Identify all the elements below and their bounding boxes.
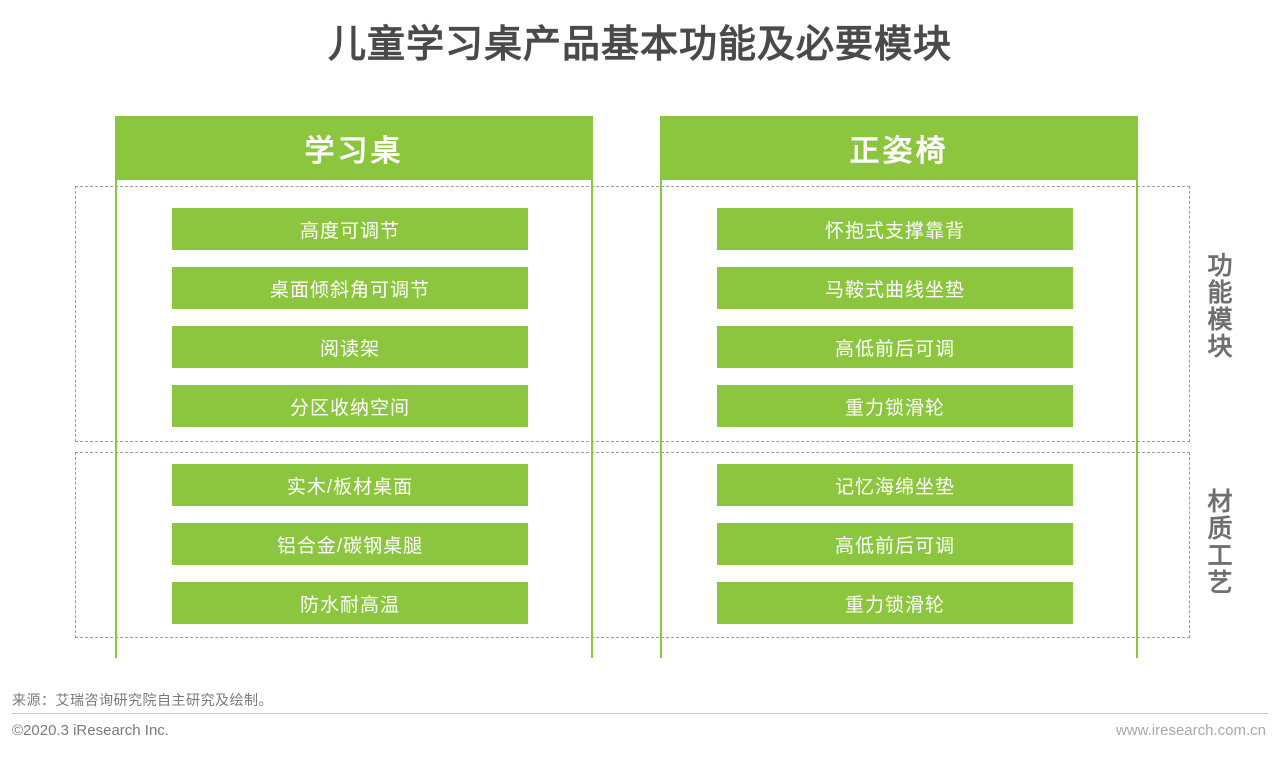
pill-item: 怀抱式支撑靠背 bbox=[717, 208, 1073, 250]
footer-divider bbox=[12, 713, 1268, 714]
group-box-materials bbox=[75, 452, 1190, 638]
column-header-chair: 正姿椅 bbox=[660, 116, 1138, 180]
pill-item: 高度可调节 bbox=[172, 208, 528, 250]
column-header-desk: 学习桌 bbox=[115, 116, 593, 180]
pill-item: 分区收纳空间 bbox=[172, 385, 528, 427]
pill-group-chair-materials: 记忆海绵坐垫 高低前后可调 重力锁滑轮 bbox=[717, 464, 1073, 641]
pill-item: 阅读架 bbox=[172, 326, 528, 368]
pill-item: 铝合金/碳钢桌腿 bbox=[172, 523, 528, 565]
group-label-functions: 功能模块 bbox=[1204, 252, 1232, 360]
pill-item: 马鞍式曲线坐垫 bbox=[717, 267, 1073, 309]
pill-item: 记忆海绵坐垫 bbox=[717, 464, 1073, 506]
pill-item: 重力锁滑轮 bbox=[717, 385, 1073, 427]
pill-item: 重力锁滑轮 bbox=[717, 582, 1073, 624]
source-note: 来源：艾瑞咨询研究院自主研究及绘制。 bbox=[12, 692, 273, 708]
pill-item: 桌面倾斜角可调节 bbox=[172, 267, 528, 309]
group-label-materials: 材质工艺 bbox=[1204, 488, 1232, 596]
pill-group-chair-functions: 怀抱式支撑靠背 马鞍式曲线坐垫 高低前后可调 重力锁滑轮 bbox=[717, 208, 1073, 444]
column-chair: 正姿椅 怀抱式支撑靠背 马鞍式曲线坐垫 高低前后可调 重力锁滑轮 记忆海绵坐垫 … bbox=[660, 116, 1138, 658]
pill-item: 防水耐高温 bbox=[172, 582, 528, 624]
group-box-functions bbox=[75, 186, 1190, 442]
column-desk: 学习桌 高度可调节 桌面倾斜角可调节 阅读架 分区收纳空间 实木/板材桌面 铝合… bbox=[115, 116, 593, 658]
pill-item: 实木/板材桌面 bbox=[172, 464, 528, 506]
pill-group-desk-functions: 高度可调节 桌面倾斜角可调节 阅读架 分区收纳空间 bbox=[172, 208, 528, 444]
footer: 来源：艾瑞咨询研究院自主研究及绘制。 ©2020.3 iResearch Inc… bbox=[0, 680, 1280, 760]
copyright-text: ©2020.3 iResearch Inc. bbox=[12, 722, 169, 739]
diagram-canvas: 功能模块 材质工艺 学习桌 高度可调节 桌面倾斜角可调节 阅读架 分区收纳空间 … bbox=[75, 116, 1232, 658]
page-title: 儿童学习桌产品基本功能及必要模块 bbox=[327, 24, 952, 66]
pill-group-desk-materials: 实木/板材桌面 铝合金/碳钢桌腿 防水耐高温 bbox=[172, 464, 528, 641]
website-url: www.iresearch.com.cn bbox=[1115, 722, 1266, 739]
pill-item: 高低前后可调 bbox=[717, 326, 1073, 368]
pill-item: 高低前后可调 bbox=[717, 523, 1073, 565]
